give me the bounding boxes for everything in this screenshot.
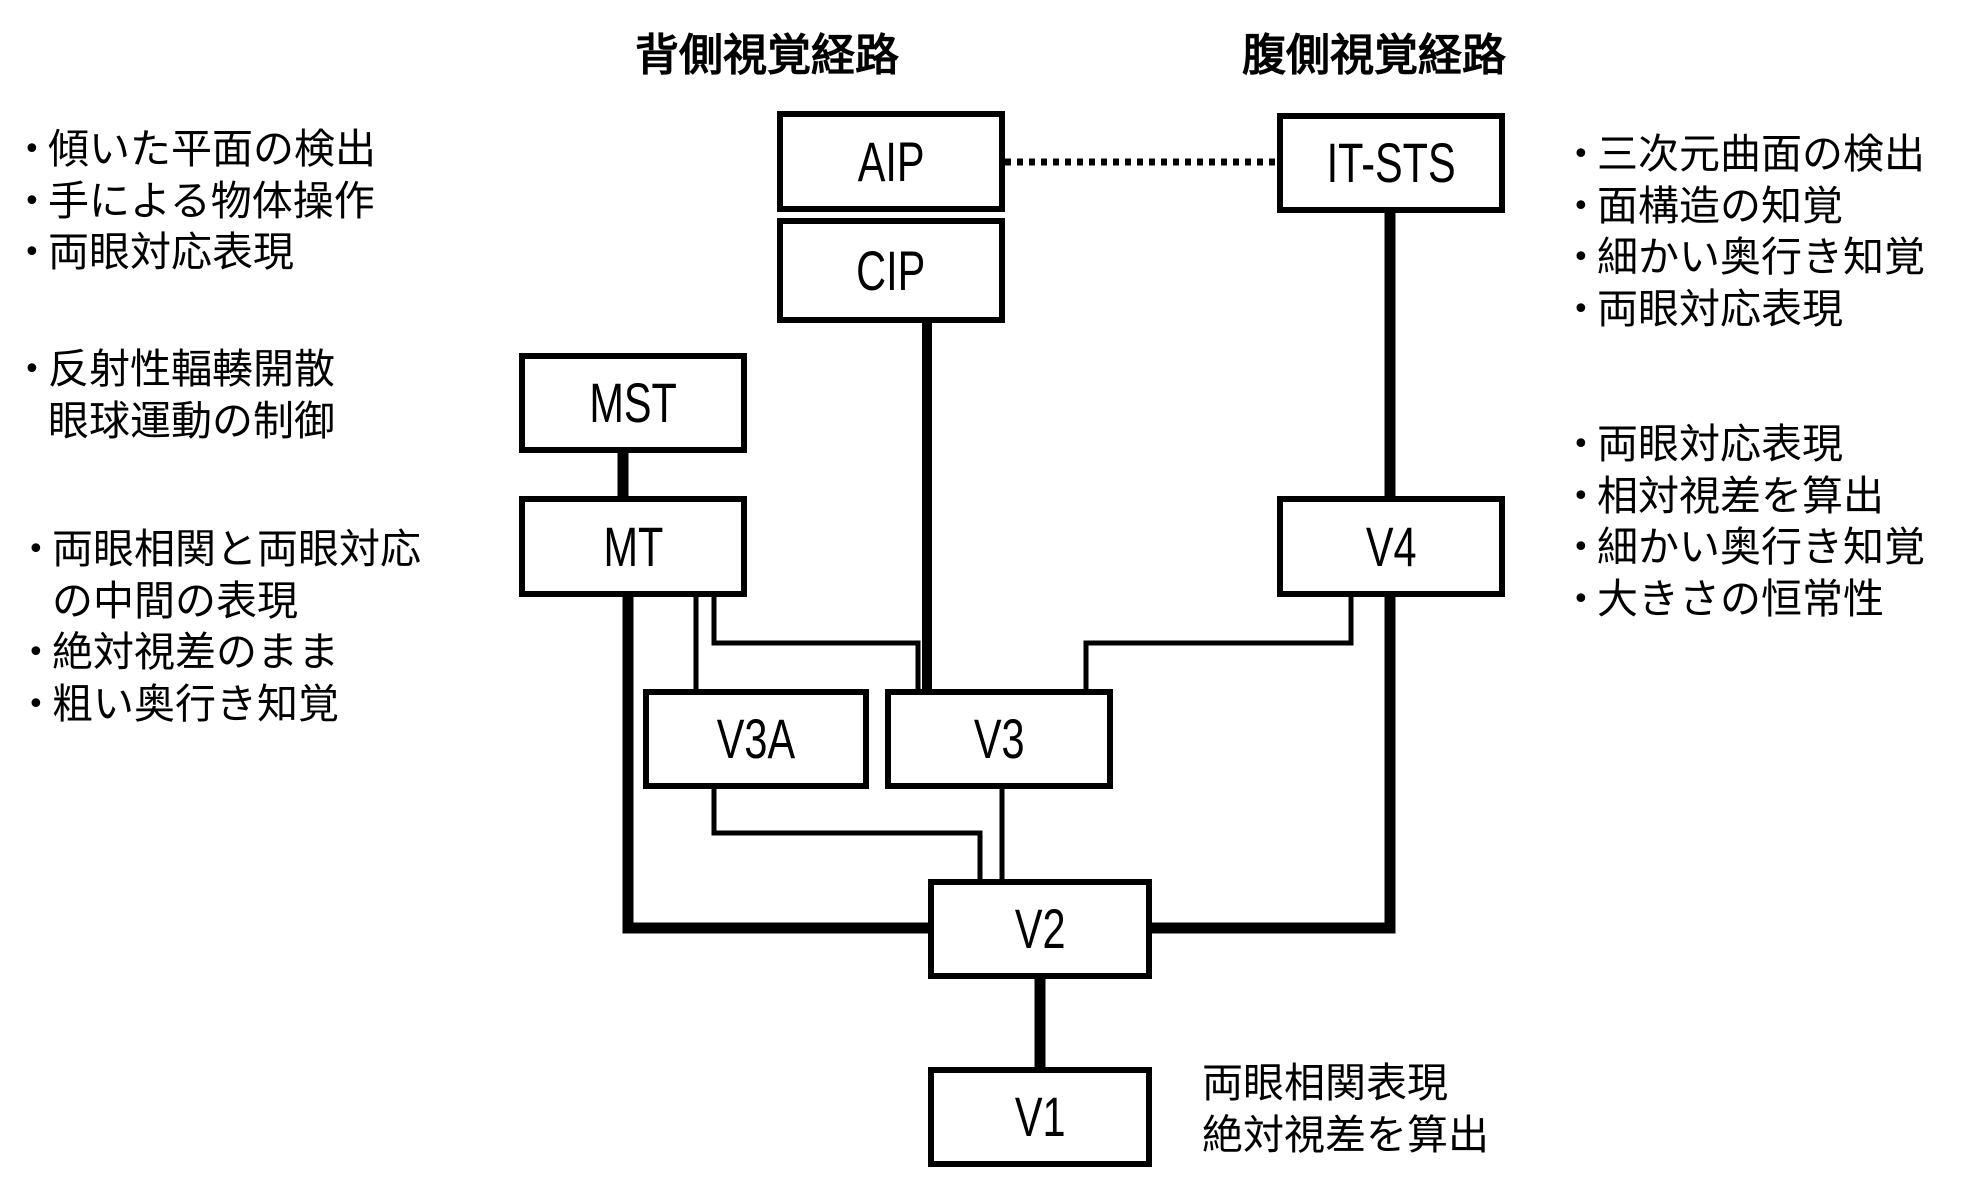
note-item: •三次元曲面の検出 — [1572, 129, 1925, 181]
bullet-icon: • — [27, 686, 45, 722]
note-line: 両眼相関表現 — [1202, 1059, 1448, 1107]
area-box-cip: CIP — [777, 218, 1005, 323]
area-label-v2: V2 — [1014, 897, 1066, 960]
area-label-mt: MT — [603, 514, 663, 578]
note-item: •粗い奥行き知覚 — [27, 679, 421, 731]
area-box-it-sts: IT-STS — [1277, 113, 1505, 213]
area-box-mt: MT — [519, 496, 747, 597]
note-item: •反射性輻輳開散 — [23, 344, 335, 396]
bullet-icon: • — [23, 235, 41, 270]
bullet-icon: • — [23, 132, 41, 167]
area-label-v4: V4 — [1365, 514, 1417, 578]
note-item: •細かい奥行き知覚 — [1572, 522, 1925, 574]
notes-v4: •両眼対応表現 •相対視差を算出 •細かい奥行き知覚 •大きさの恒常性 — [1572, 419, 1925, 626]
bullet-icon: • — [1572, 240, 1590, 275]
notes-v1: 両眼相関表現 絶対視差を算出 — [1202, 1057, 1489, 1161]
note-item: •傾いた平面の検出 — [23, 124, 376, 176]
notes-mt: •両眼相関と両眼対応 の中間の表現 •絶対視差のまま •粗い奥行き知覚 — [27, 524, 421, 731]
note-item-continuation: 眼球運動の制御 — [48, 396, 335, 445]
note-item: •絶対視差のまま — [27, 627, 421, 679]
connector-mt-v3 — [711, 597, 921, 690]
connector-mt-v2 — [622, 597, 929, 934]
area-label-aip: AIP — [857, 129, 925, 193]
note-item: •相対視差を算出 — [1572, 471, 1925, 523]
area-box-v3: V3 — [885, 689, 1113, 789]
area-label-v3: V3 — [973, 707, 1025, 770]
connector-v4-v3 — [1083, 597, 1354, 690]
area-box-v4: V4 — [1277, 496, 1505, 597]
note-item: •両眼対応表現 — [23, 227, 376, 279]
area-box-v1: V1 — [928, 1067, 1152, 1167]
bullet-icon: • — [23, 183, 41, 219]
note-item: •両眼対応表現 — [1572, 284, 1925, 336]
area-box-v2: V2 — [928, 879, 1152, 979]
note-item-continuation: の中間の表現 — [52, 576, 298, 625]
area-label-cip: CIP — [856, 238, 926, 302]
note-item: •面構造の知覚 — [1572, 181, 1925, 233]
note-item: •細かい奥行き知覚 — [1572, 232, 1925, 284]
connector-v3a-v2 — [711, 789, 983, 880]
bullet-icon: • — [1572, 291, 1590, 327]
area-label-mst: MST — [589, 371, 677, 434]
area-label-v1: V1 — [1014, 1085, 1066, 1148]
ventral-pathway-heading: 腹側視覚経路 — [1242, 30, 1506, 81]
note-line: 絶対視差を算出 — [1202, 1111, 1489, 1159]
area-label-v3a: V3A — [716, 707, 796, 770]
bullet-icon: • — [27, 635, 45, 670]
bullet-icon: • — [1572, 581, 1590, 617]
area-box-v3a: V3A — [643, 689, 869, 789]
note-item: •両眼対応表現 — [1572, 419, 1925, 471]
bullet-icon: • — [27, 532, 45, 567]
area-box-mst: MST — [519, 353, 747, 453]
note-item: •両眼相関と両眼対応 — [27, 524, 421, 576]
dorsal-pathway-heading: 背側視覚経路 — [635, 30, 899, 81]
notes-mst: •反射性輻輳開散 眼球運動の制御 — [23, 344, 335, 447]
bullet-icon: • — [1572, 478, 1590, 514]
bullet-icon: • — [1572, 427, 1590, 462]
bullet-icon: • — [1572, 137, 1590, 172]
note-item: •手による物体操作 — [23, 176, 376, 228]
area-box-aip: AIP — [777, 111, 1005, 212]
bullet-icon: • — [1572, 530, 1590, 565]
area-label-it-sts: IT-STS — [1326, 131, 1456, 194]
note-item: •大きさの恒常性 — [1572, 574, 1925, 626]
connector-v4-v2 — [1151, 597, 1396, 934]
bullet-icon: • — [23, 352, 41, 387]
notes-aip-cip: •傾いた平面の検出 •手による物体操作 •両眼対応表現 — [23, 124, 376, 279]
bullet-icon: • — [1572, 188, 1590, 224]
notes-it-sts: •三次元曲面の検出 •面構造の知覚 •細かい奥行き知覚 •両眼対応表現 — [1572, 129, 1925, 336]
